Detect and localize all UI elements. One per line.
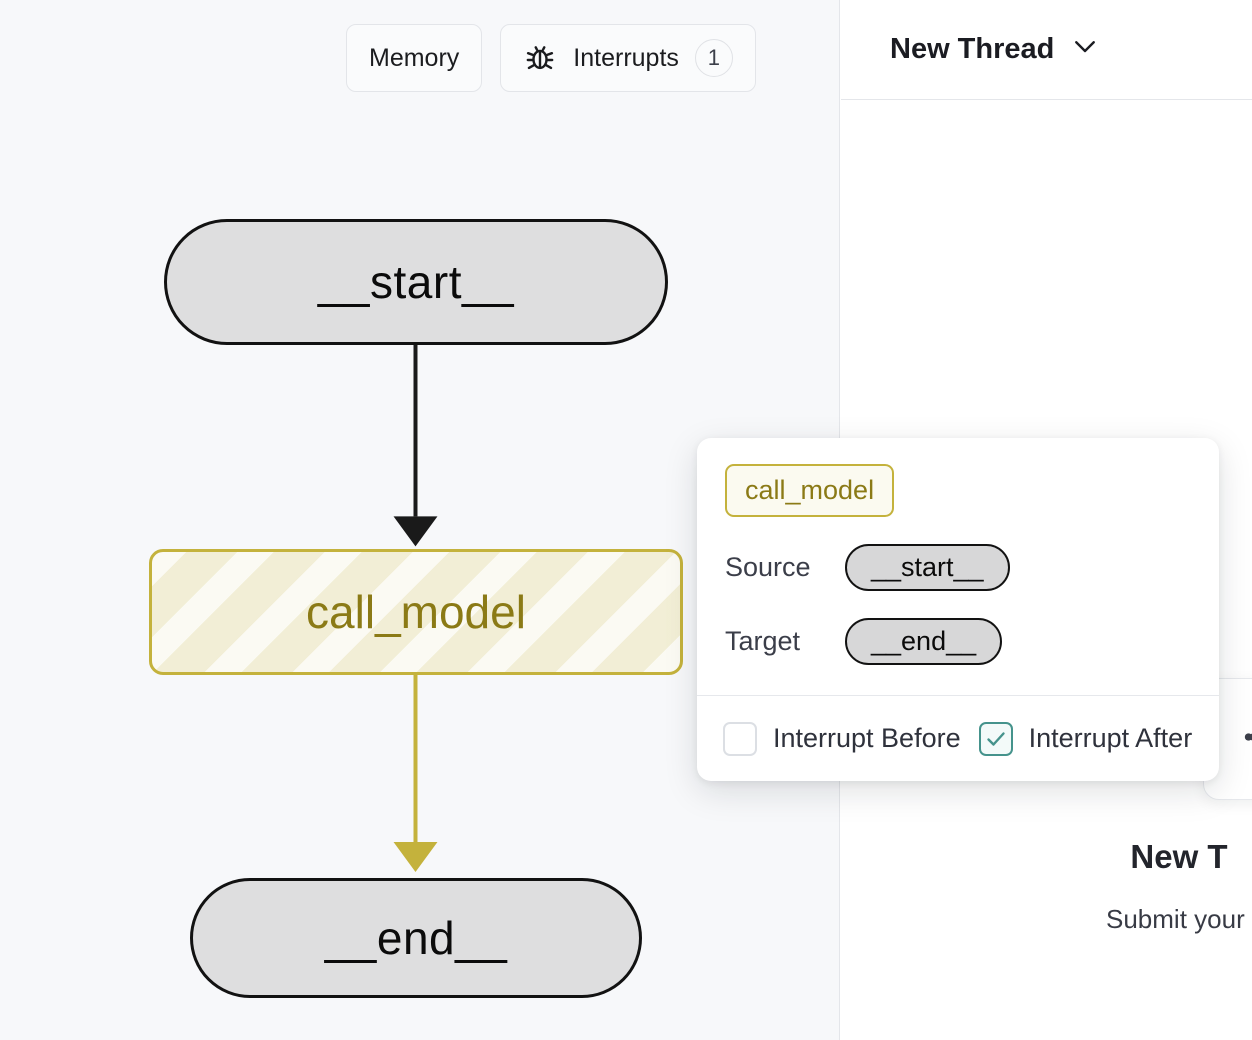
thread-empty-title: New T: [1130, 838, 1228, 875]
interrupt-after-label: Interrupt After: [1028, 723, 1193, 753]
edge-source-label: Source: [725, 552, 811, 582]
thread-selector-dropdown[interactable]: New Thread: [890, 31, 1100, 69]
popover-node-badge[interactable]: call_model: [725, 464, 895, 517]
edge-source-row: Source __start__: [725, 544, 1191, 591]
thread-empty-subtitle: Submit your input: [1106, 904, 1252, 934]
edge-details-body: call_model Source __start__ Target __end…: [697, 438, 1219, 665]
graph-node-end-label: __end__: [324, 912, 508, 964]
bug-icon: [523, 41, 557, 75]
graph-node-start-label: __start__: [317, 256, 515, 308]
interrupts-count-badge: 1: [694, 39, 733, 77]
interrupt-before-label: Interrupt Before: [773, 723, 961, 753]
memory-button-label: Memory: [369, 43, 460, 72]
memory-button[interactable]: Memory: [346, 24, 483, 92]
share-nodes-icon: [1240, 720, 1252, 759]
edge-target-row: Target __end__: [725, 618, 1191, 665]
graph-node-start[interactable]: __start__: [164, 219, 668, 345]
thread-empty-state: New T Submit your input: [841, 838, 1252, 935]
graph-node-call-model-label: call_model: [306, 586, 526, 638]
check-icon: [986, 731, 1005, 746]
edge-target-value[interactable]: __end__: [845, 618, 1003, 665]
graph-node-call-model[interactable]: call_model: [149, 549, 683, 675]
chevron-down-icon: [1070, 31, 1100, 69]
graph-edges-canvas: [393, 344, 438, 872]
interrupts-button[interactable]: Interrupts 1: [500, 24, 756, 92]
interrupts-button-label: Interrupts: [573, 43, 679, 72]
popover-divider: [697, 695, 1219, 696]
edge-details-popover: call_model Source __start__ Target __end…: [697, 438, 1219, 781]
popover-footer: Interrupt Before Interrupt After: [697, 696, 1219, 781]
interrupt-before-checkbox-item[interactable]: Interrupt Before: [723, 721, 961, 756]
graph-node-end[interactable]: __end__: [190, 878, 642, 998]
interrupt-before-checkbox[interactable]: [723, 721, 757, 756]
thread-header: New Thread: [841, 0, 1252, 100]
edge-call-model-arrowhead[interactable]: [393, 841, 438, 872]
thread-name-label: New Thread: [890, 33, 1055, 65]
graph-toolbar: Memory I: [346, 24, 756, 92]
edge-target-label: Target: [725, 626, 801, 656]
edge-source-value[interactable]: __start__: [845, 544, 1010, 591]
interrupt-after-checkbox[interactable]: [978, 721, 1013, 756]
edge-start-arrowhead: [393, 516, 438, 547]
interrupt-after-checkbox-item[interactable]: Interrupt After: [978, 721, 1193, 756]
